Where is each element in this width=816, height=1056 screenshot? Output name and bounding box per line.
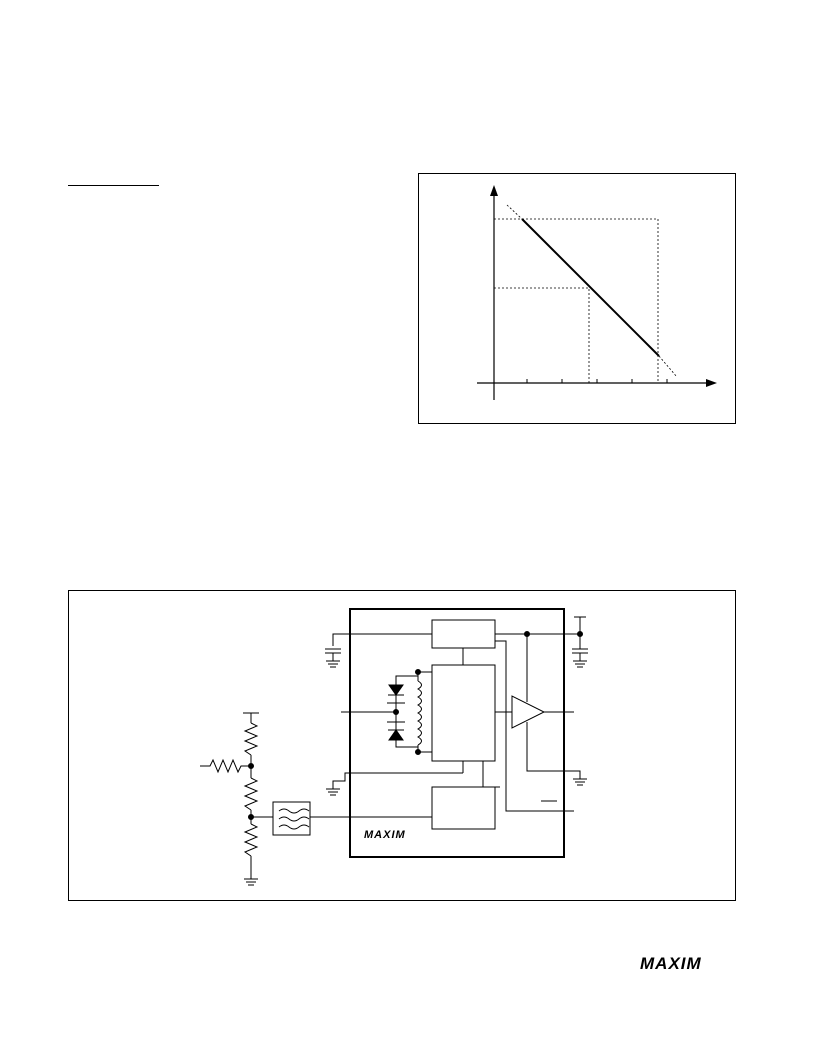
graph-x-axis-arrow: [706, 379, 717, 387]
graph-characteristic-line: [521, 218, 660, 357]
wire-tank-bottom: [395, 740, 432, 753]
ic-block-top: [431, 619, 496, 649]
varactor-diode-top: [388, 684, 404, 696]
wire-core-ground-bus: [332, 772, 463, 789]
graph-y-axis-arrow: [490, 185, 498, 196]
junction-dot: [415, 669, 421, 675]
inductor-coil: [416, 680, 422, 746]
resistor-bottom: [243, 823, 259, 857]
junction-dot: [393, 709, 399, 715]
ic-maxim-logo: MAXIM: [364, 829, 406, 841]
junction-dot: [524, 631, 530, 637]
graph-guide-upper: [494, 218, 659, 383]
wire-tank-top: [395, 671, 432, 685]
graph-guide-middle: [494, 287, 590, 383]
filter-symbol-wave: [278, 824, 310, 830]
ic-block-core: [431, 664, 496, 762]
resistor-top: [243, 722, 259, 756]
wire-control-pin: [495, 640, 574, 812]
footer-maxim-logo-svg: MAXIM: [640, 954, 702, 973]
graph-line-extension-top: [506, 204, 523, 220]
section-heading-rule: [68, 185, 159, 186]
circuit-diagram-svg: MAXIM: [200, 608, 588, 886]
junction-dot: [248, 763, 254, 769]
output-amplifier-triangle: [511, 695, 546, 729]
wire-amp-ground: [526, 722, 581, 779]
ic-block-bottom: [431, 786, 496, 830]
characteristic-graph: [418, 173, 736, 424]
resistor-middle: [243, 777, 259, 811]
lowpass-filter-block: [272, 801, 311, 836]
footer-maxim-logo-text: MAXIM: [640, 954, 702, 973]
junction-dot: [577, 631, 583, 637]
junction-dot: [415, 749, 421, 755]
circuit-diagram: MAXIM: [68, 590, 736, 901]
footer-maxim-logo: MAXIM: [640, 954, 736, 973]
characteristic-graph-svg: [477, 185, 717, 400]
resistor-input: [200, 758, 251, 774]
varactor-diode-bottom: [388, 729, 404, 741]
filter-symbol-wave: [278, 816, 310, 822]
filter-symbol-wave: [278, 808, 310, 814]
graph-line-extension-bottom: [658, 355, 678, 378]
junction-dot: [248, 814, 254, 820]
ic-package-outline: [349, 608, 565, 858]
wire-top-left-cap: [332, 633, 432, 646]
